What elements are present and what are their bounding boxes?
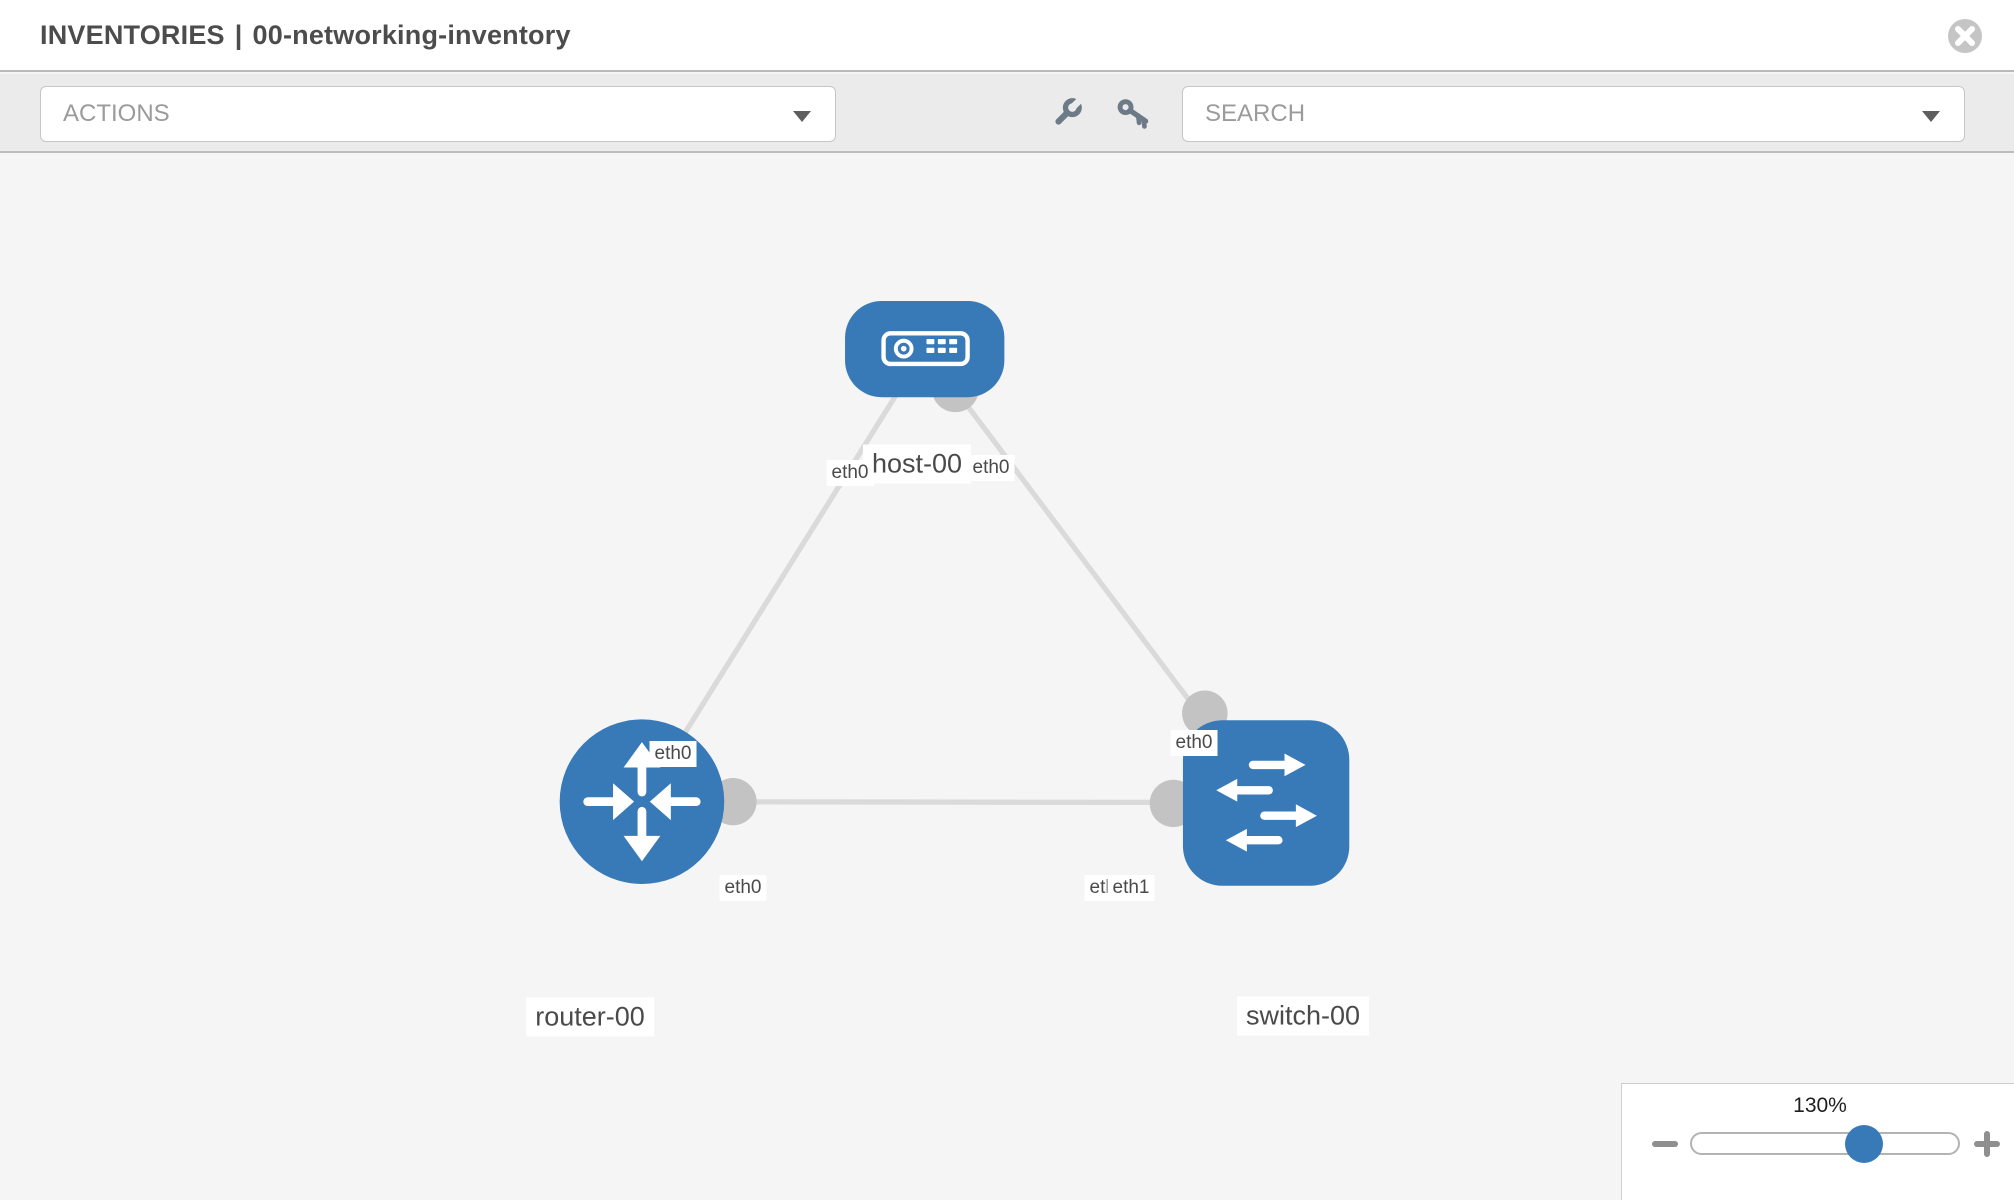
zoom-percentage: 130% (1793, 1094, 1847, 1117)
interface-label: eth0 (719, 875, 767, 901)
zoom-out-button[interactable] (1652, 1141, 1678, 1147)
toolbar: ACTIONS SEARCH (0, 74, 2014, 153)
zoom-slider-handle[interactable] (1845, 1125, 1883, 1163)
chevron-down-icon (793, 111, 811, 122)
interface-label: eth0 (826, 460, 874, 486)
topology-graph (559, 300, 1350, 886)
node-router-00[interactable] (559, 719, 725, 884)
node-label-switch: switch-00 (1236, 996, 1370, 1036)
search-dropdown[interactable]: SEARCH (1182, 86, 1965, 142)
page-header: INVENTORIES | 00-networking-inventory (0, 0, 2014, 72)
interface-label: eth1 (1107, 875, 1155, 901)
search-dropdown-label: SEARCH (1205, 100, 1306, 127)
interface-label: eth0 (1170, 730, 1218, 756)
node-switch-00[interactable] (1182, 720, 1350, 886)
actions-dropdown-label: ACTIONS (63, 100, 170, 127)
node-label-router: router-00 (526, 997, 654, 1037)
interface-label: eth0 (967, 455, 1015, 481)
topology-canvas: host-00 router-00 switch-00 eth0 eth0 et… (0, 153, 2014, 1200)
close-icon[interactable] (1946, 17, 1984, 55)
wrench-icon[interactable] (1047, 95, 1085, 133)
zoom-in-button[interactable] (1974, 1131, 2000, 1157)
zoom-slider-track[interactable] (1690, 1132, 1960, 1155)
node-label-host: host-00 (862, 444, 972, 484)
breadcrumb-separator: | (234, 20, 243, 50)
page-title: INVENTORIES | 00-networking-inventory (40, 20, 579, 51)
link-host-router (639, 347, 927, 804)
node-host-00[interactable] (845, 300, 1005, 398)
breadcrumb-section: INVENTORIES (40, 20, 225, 50)
actions-dropdown[interactable]: ACTIONS (40, 86, 836, 142)
interface-label: eth0 (649, 741, 697, 767)
chevron-down-icon (1922, 111, 1940, 122)
key-icon[interactable] (1115, 95, 1153, 133)
switch-icon (1216, 753, 1317, 852)
host-icon (881, 331, 970, 367)
zoom-control-panel: 130% (1621, 1083, 2014, 1200)
plus-icon (1984, 1131, 1990, 1157)
inventory-name: 00-networking-inventory (252, 20, 571, 50)
